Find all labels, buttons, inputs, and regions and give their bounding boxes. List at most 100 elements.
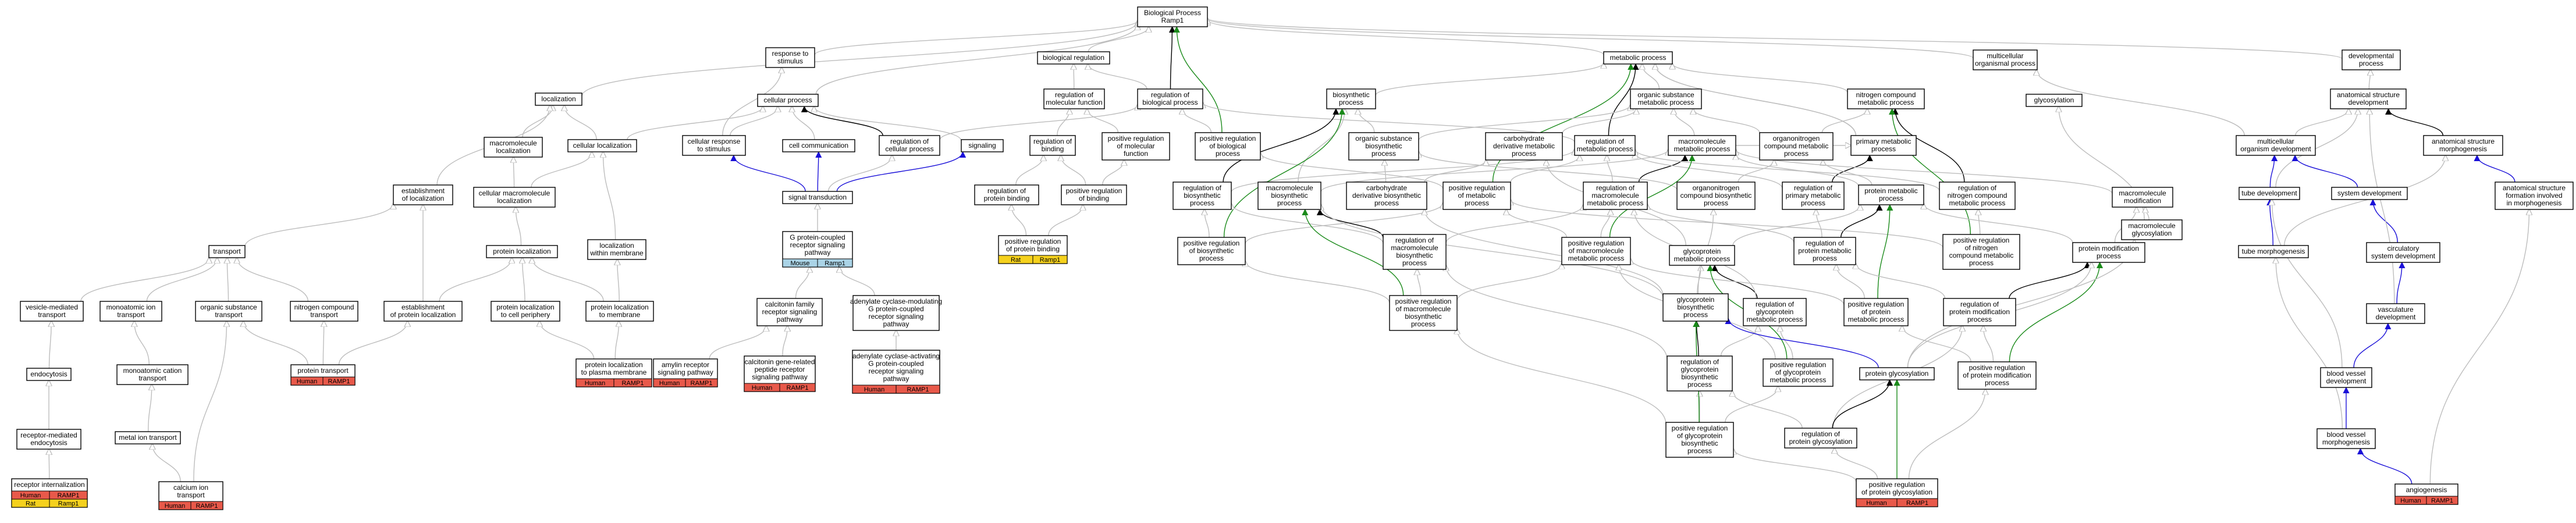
go-term-node[interactable]: signal transduction (782, 191, 853, 204)
go-term-node[interactable]: localization (535, 92, 582, 106)
go-term-node[interactable]: signaling (961, 139, 1004, 152)
go-term-node[interactable]: cellular localization (567, 139, 637, 152)
go-term-node[interactable]: system development (2331, 187, 2408, 200)
go-term-node[interactable]: tube morphogenesis (2238, 245, 2309, 258)
go-term-node[interactable]: regulation ofglycoproteinbiosyntheticpro… (1667, 355, 1733, 392)
go-term-node[interactable]: cellular process (757, 94, 819, 107)
go-term-node[interactable]: protein glycosylation (1859, 367, 1935, 380)
go-term-node[interactable]: endocytosis (26, 368, 72, 381)
go-term-node[interactable]: glycosylation (2026, 94, 2083, 107)
go-term-node[interactable]: tube development (2239, 187, 2300, 200)
go-term-node[interactable]: metal ion transport (115, 431, 181, 444)
go-term-node[interactable]: regulation ofmacromoleculebiosyntheticpr… (1383, 234, 1447, 270)
go-term-node[interactable]: protein localization (486, 245, 558, 258)
go-term-node[interactable]: transport (208, 245, 246, 258)
go-term-node[interactable]: cell communication (782, 139, 855, 152)
go-term-node[interactable]: biological regulation (1037, 51, 1110, 65)
go-term-node[interactable]: metabolic process (1603, 51, 1673, 65)
